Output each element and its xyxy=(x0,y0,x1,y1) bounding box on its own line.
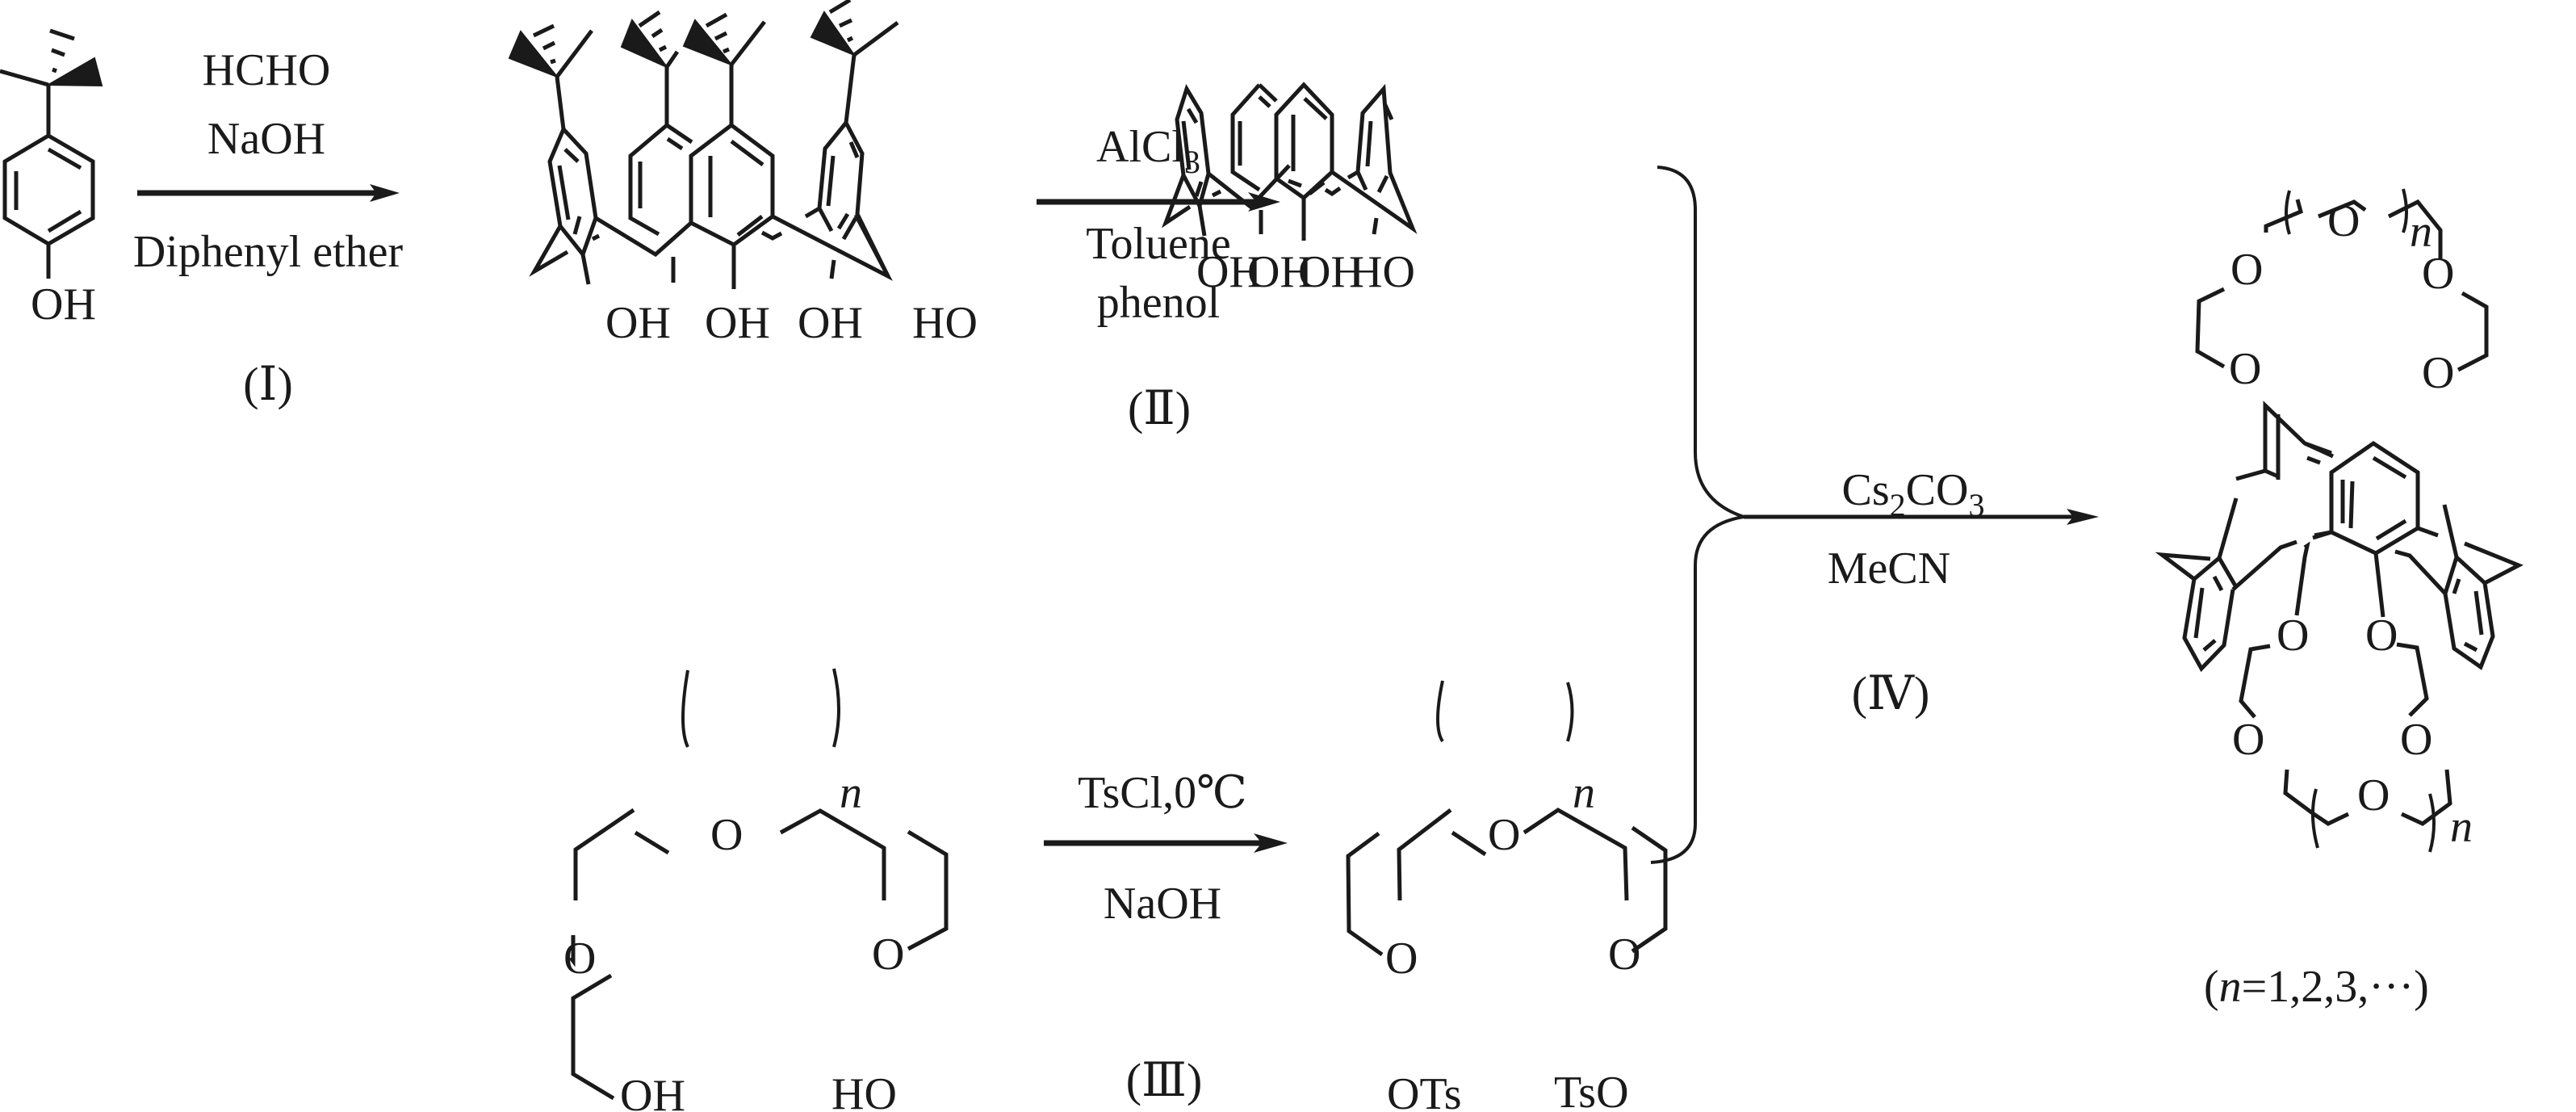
reagent-phenol: phenol xyxy=(1097,278,1220,328)
crown-o-lbr: O xyxy=(2400,715,2432,765)
reagent-naoh-2: NaOH xyxy=(1104,879,1221,929)
reaction-arrow-2: AlCl3 Toluene phenol (Ⅱ) xyxy=(1037,122,1280,434)
crown-o-bl: O xyxy=(2277,611,2309,661)
crown-o-tr: O xyxy=(2422,249,2454,299)
glycol-o-right: O xyxy=(872,929,904,980)
step-label-iv: (Ⅳ) xyxy=(1852,667,1930,720)
ditosylate-ots: OTs xyxy=(1387,1069,1462,1112)
crown-top-n: n xyxy=(2410,207,2432,257)
reagent-cs2co3: Cs2CO3 xyxy=(1842,465,1985,523)
calixarene-oh-2: OH xyxy=(705,298,770,348)
calix-oh-2: OH xyxy=(1247,247,1313,297)
reagent-alcl3: AlCl3 xyxy=(1096,122,1200,180)
calix-oh-3: OH xyxy=(1298,247,1363,297)
crown-o-br: O xyxy=(2365,611,2398,661)
calix-ho-4: HO xyxy=(1350,247,1415,297)
crown-top-o: O xyxy=(2327,196,2360,246)
glycol-ho: HO xyxy=(831,1069,897,1112)
reagent-hcho: HCHO xyxy=(203,45,331,95)
ditosylate-o-left: O xyxy=(1385,934,1418,984)
ditosylate-repeat-n: n xyxy=(1573,768,1595,818)
reaction-arrow-1: HCHO NaOH Diphenyl ether (Ⅰ) xyxy=(133,45,404,410)
crown-o-ml: O xyxy=(2229,344,2261,394)
molecule-calixarene: OH OH OH HO xyxy=(1161,82,1418,297)
glycol-repeat-n: n xyxy=(840,768,862,818)
molecule-calixarene-biscrown: O n O O O O O O O O O n xyxy=(2155,188,2524,853)
reagent-naoh: NaOH xyxy=(207,114,325,164)
product-n-values: (n=1,2,3,···) xyxy=(2204,962,2429,1012)
crown-o-mr: O xyxy=(2422,348,2454,398)
reagent-diphenyl-ether: Diphenyl ether xyxy=(133,227,404,277)
step-label-iii: (Ⅲ) xyxy=(1126,1054,1203,1106)
calixarene-oh-3: OH xyxy=(798,298,863,348)
step-label-ii: (Ⅱ) xyxy=(1128,382,1191,434)
calixarene-ho-4: HO xyxy=(912,298,978,348)
atom-label-oh: OH xyxy=(31,279,96,329)
crown-o-lbl: O xyxy=(2232,715,2264,765)
glycol-oh: OH xyxy=(620,1071,685,1112)
crown-bottom-n: n xyxy=(2450,802,2473,852)
glycol-o-left: O xyxy=(563,934,596,984)
ditosylate-o-right: O xyxy=(1608,929,1640,980)
reaction-arrow-3: TsCl,0℃ NaOH (Ⅲ) xyxy=(1044,768,1288,1106)
ditosylate-repeat-o: O xyxy=(1488,810,1520,860)
crown-bottom-o: O xyxy=(2357,770,2390,820)
reagent-mecn: MeCN xyxy=(1828,543,1950,594)
glycol-repeat-o: O xyxy=(710,810,743,860)
molecule-oligoethylene-glycol: O n O O OH HO xyxy=(563,668,949,1112)
molecule-ditosylate: O n O O OTs TsO xyxy=(1346,680,1668,1112)
molecule-tert-butylcalixarene: OH OH OH HO xyxy=(508,0,978,348)
molecule-tert-butylphenol: OH xyxy=(0,28,103,329)
crown-o-tl: O xyxy=(2230,245,2263,295)
reagent-tscl: TsCl,0℃ xyxy=(1078,768,1247,818)
ditosylate-tso: TsO xyxy=(1554,1068,1629,1112)
reagent-toluene: Toluene xyxy=(1086,219,1231,269)
calixarene-oh-1: OH xyxy=(605,298,671,348)
calix-oh-1: OH xyxy=(1196,247,1262,297)
step-label-i: (Ⅰ) xyxy=(243,358,293,410)
reaction-arrow-4: Cs2CO3 MeCN (Ⅳ) xyxy=(1650,166,2099,864)
